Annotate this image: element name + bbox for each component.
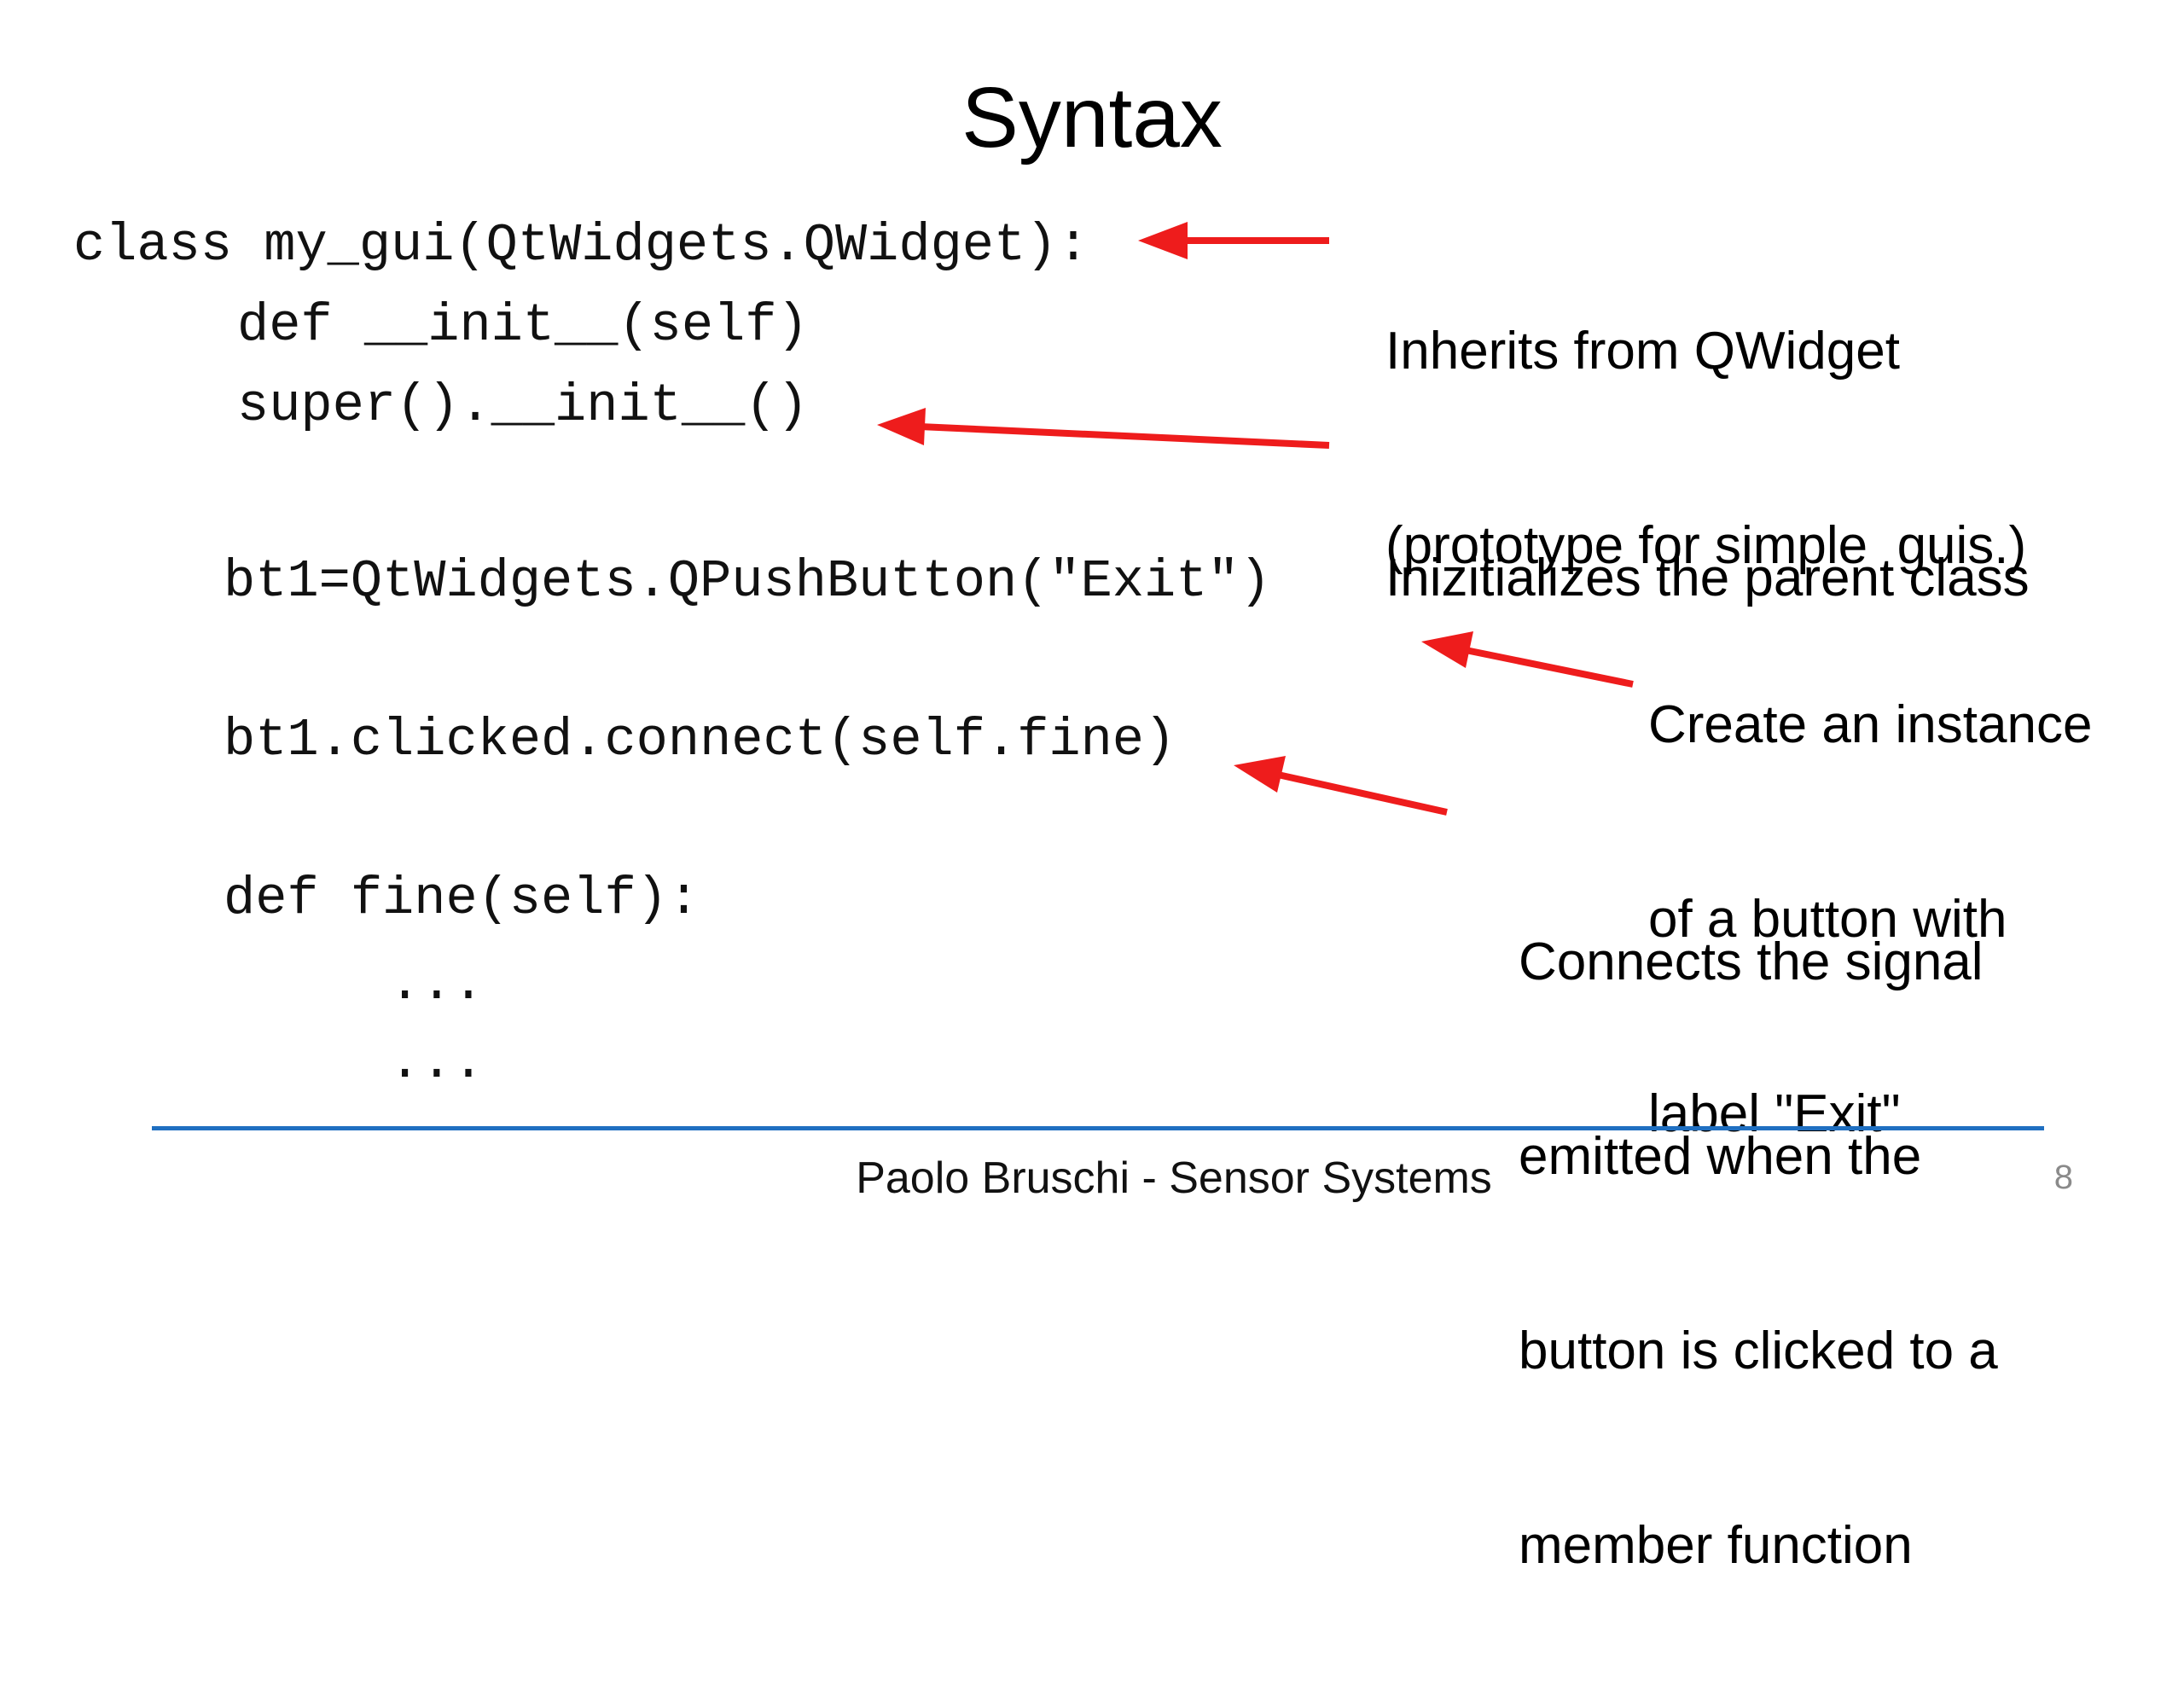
code-line-ellipsis-1: ...	[389, 954, 485, 1014]
code-line-ellipsis-2: ...	[389, 1032, 485, 1093]
code-line-fine-def: def fine(self):	[224, 869, 700, 929]
code-line-push-button: bt1=QtWidgets.QPushButton("Exit")	[224, 551, 1271, 612]
footer-divider	[152, 1126, 2044, 1130]
annotation-initializes: Inizitializes the parent class	[1385, 416, 2030, 741]
code-line-init-def: def __init__(self)	[237, 295, 809, 356]
arrow-connects-signal	[1234, 756, 1448, 816]
slide-title: Syntax	[961, 70, 1223, 166]
annotation-inherits: Inherits from QWidget (prototype for sim…	[1385, 189, 2026, 708]
code-line-super-init: super().__init__()	[237, 375, 809, 436]
annotation-connects-signal-line-3: button is clicked to a	[1519, 1322, 1998, 1380]
page-number: 8	[2053, 1159, 2073, 1196]
annotation-connects-signal: Connects the signal emitted when the but…	[1519, 800, 1998, 1708]
footer-author: Paolo Bruschi - Sensor Systems	[856, 1153, 1492, 1203]
annotation-connects-signal-line-1: Connects the signal	[1519, 932, 1984, 991]
code-line-clicked-connect: bt1.clicked.connect(self.fine)	[224, 710, 1176, 770]
annotation-create-instance-line-1: Create an instance	[1648, 695, 2093, 754]
slide: Syntax class my_gui(QtWidgets.QWidget): …	[73, 70, 2093, 1575]
annotation-connects-signal-line-4: member function	[1519, 1516, 1913, 1575]
annotation-create-instance-line-3: label "Exit"	[1648, 1084, 1901, 1143]
annotation-connects-signal-line-2: emitted when the	[1519, 1127, 1922, 1186]
arrow-initializes	[877, 408, 1330, 449]
code-line-class-def: class my_gui(QtWidgets.QWidget):	[73, 215, 1089, 276]
arrow-inherits	[1138, 222, 1329, 259]
annotation-initializes-line-1: Inizitializes the parent class	[1385, 549, 2030, 607]
annotation-create-instance: Create an instance of a button with labe…	[1648, 563, 2092, 1276]
annotation-inherits-line-2: (prototype for simple guis.)	[1385, 516, 2027, 575]
annotation-create-instance-line-2: of a button with	[1648, 890, 2007, 949]
annotation-inherits-line-1: Inherits from QWidget	[1385, 322, 1900, 381]
